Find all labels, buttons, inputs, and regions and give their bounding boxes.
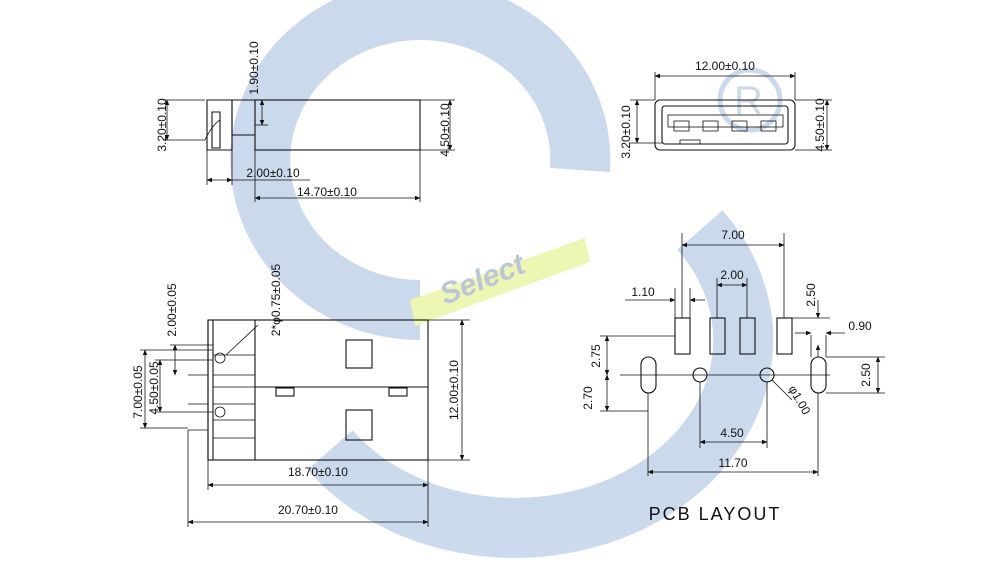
top-dim-2-00: 2.00±0.05 bbox=[165, 283, 179, 337]
top-dim-12-00: 12.00±0.10 bbox=[447, 360, 461, 420]
side-dim-4-50: 4.50±0.10 bbox=[438, 103, 452, 157]
top-dim-7-00: 7.00±0.05 bbox=[131, 365, 145, 419]
pcb-dim-2-50-right: 2.50 bbox=[859, 363, 873, 387]
watermark-logo: Select R bbox=[230, 0, 783, 558]
top-dim-18-70: 18.70±0.10 bbox=[288, 465, 348, 479]
front-dim-right: 4.50±0.10 bbox=[813, 98, 827, 152]
pcb-dim-4-50: 4.50 bbox=[720, 426, 744, 440]
pcb-dim-7-00: 7.00 bbox=[721, 228, 745, 242]
side-dim-14-70: 14.70±0.10 bbox=[297, 185, 357, 199]
pcb-dim-2-75: 2.75 bbox=[589, 344, 603, 368]
side-dim-1-90: 1.90±0.10 bbox=[247, 41, 261, 95]
pcb-dim-0-90: 0.90 bbox=[848, 319, 872, 333]
front-dim-left: 3.20±0.10 bbox=[619, 105, 633, 159]
side-dim-3-20: 3.20±0.10 bbox=[155, 98, 169, 152]
pcb-dim-1-10: 1.10 bbox=[631, 285, 655, 299]
top-dim-4-50: 4.50±0.05 bbox=[147, 361, 161, 415]
side-view bbox=[163, 99, 455, 202]
pcb-layout-title: PCB LAYOUT bbox=[649, 504, 782, 524]
pcb-dim-2-70: 2.70 bbox=[581, 386, 595, 410]
pcb-dim-2-00: 2.00 bbox=[720, 268, 744, 282]
front-view bbox=[630, 72, 832, 151]
pcb-dim-11-70: 11.70 bbox=[718, 456, 747, 470]
top-dim-2phi: 2*φ0.75±0.05 bbox=[269, 263, 283, 336]
top-dim-20-70: 20.70±0.10 bbox=[278, 503, 338, 517]
pcb-dim-phi-1-00: φ1.00 bbox=[786, 383, 814, 417]
pcb-layout bbox=[600, 233, 885, 476]
watermark-brand: Select bbox=[435, 247, 531, 311]
front-dim-width: 12.00±0.10 bbox=[695, 59, 755, 73]
side-dim-2-00: 2.00±0.10 bbox=[246, 166, 300, 180]
top-view bbox=[140, 319, 470, 527]
pcb-dim-2-50-top: 2.50 bbox=[804, 283, 818, 307]
svg-text:R: R bbox=[734, 79, 763, 123]
